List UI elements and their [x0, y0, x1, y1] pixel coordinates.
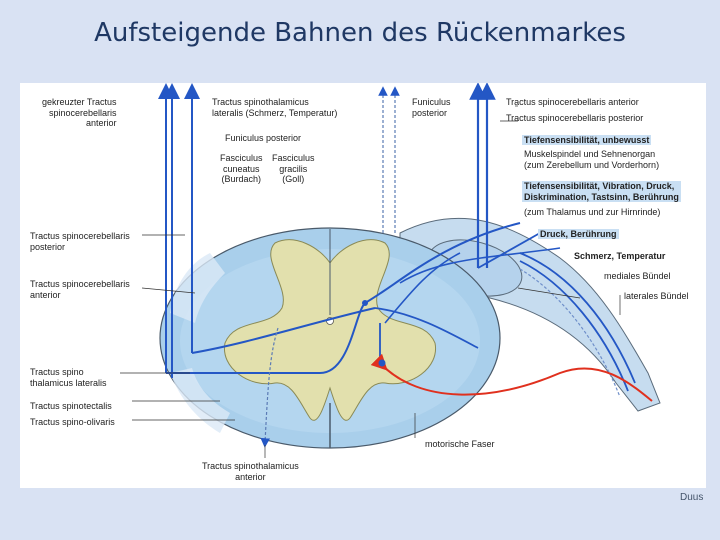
- slide-title: Aufsteigende Bahnen des Rückenmarkes: [94, 18, 626, 48]
- label-tractus-spinothalamicus-lateralis: Tractus spinothalamicus lateralis (Schme…: [212, 97, 338, 118]
- label-motorische-faser: motorische Faser: [425, 439, 495, 449]
- label-tractus-spinotectalis: Tractus spinotectalis: [30, 401, 112, 411]
- label-fasciculus-cuneatus: Fasciculus cuneatus (Burdach): [220, 153, 263, 184]
- diagram-artwork: [120, 83, 661, 458]
- spinal-cord-diagram: gekreuzter Tractus spinocerebellaris ant…: [20, 83, 706, 488]
- label-laterales-buendel: laterales Bündel: [624, 291, 689, 301]
- label-tractus-spinothalamicus-lateralis-left: Tractus spino thalamicus lateralis: [30, 367, 107, 388]
- label-gekreuzter-tractus: gekreuzter Tractus spinocerebellaris ant…: [42, 97, 117, 128]
- label-tiefensensibilitaet-vibration: Tiefensensibilität, Vibration, Druck, Di…: [522, 181, 681, 202]
- label-fasciculus-gracilis: Fasciculus gracilis (Goll): [272, 153, 315, 184]
- label-funiculus-posterior: Funiculus posterior: [225, 133, 302, 143]
- label-schmerz-temperatur: Schmerz, Temperatur: [574, 251, 666, 261]
- motor-fibre: [370, 353, 653, 402]
- label-tiefensensibilitaet-unbewusst: Tiefensensibilität, unbewusst: [522, 135, 652, 145]
- label-tractus-spinothalamicus-anterior: Tractus spinothalamicus anterior: [202, 461, 299, 482]
- label-tractus-spinocerebellaris-posterior: Tractus spinocerebellaris posterior: [30, 231, 130, 252]
- label-tractus-spinocerebellaris-posterior-top: Tractus spinocerebellaris posterior: [506, 113, 644, 123]
- label-mediales-buendel: mediales Bündel: [604, 271, 671, 281]
- label-tractus-spinocerebellaris-anterior: Tractus spinocerebellaris anterior: [30, 279, 130, 300]
- label-funiculus-posterior-top: Funiculus posterior: [412, 97, 451, 118]
- label-druck-beruehrung: Druck, Berührung: [538, 229, 619, 239]
- label-tractus-spinocerebellaris-anterior-top: Tractus spinocerebellaris anterior: [506, 97, 639, 107]
- label-muskelspindel: Muskelspindel und Sehnenorgan (zum Zereb…: [524, 149, 660, 170]
- label-tractus-spino-olivaris: Tractus spino-olivaris: [30, 417, 115, 427]
- image-credit: Duus: [680, 492, 704, 503]
- label-zum-thalamus: (zum Thalamus und zur Hirnrinde): [524, 207, 661, 217]
